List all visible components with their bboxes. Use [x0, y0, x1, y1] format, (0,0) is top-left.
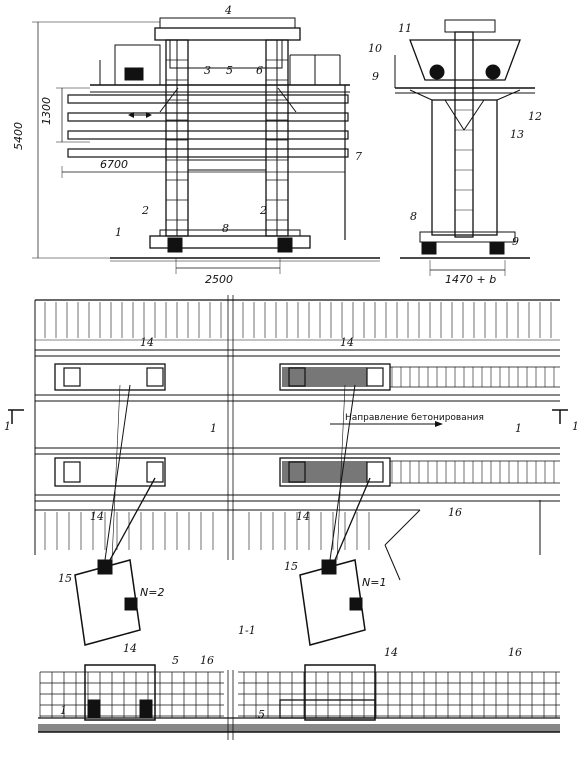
dim-1300: 1300 — [40, 97, 53, 125]
direction-text: Направление бетонирования — [345, 413, 484, 423]
machine-2-label: N=2 — [140, 586, 164, 599]
section-left-1: 1 — [4, 420, 11, 433]
wheel-left — [167, 237, 183, 253]
label-5-sec-b: 5 — [258, 708, 265, 721]
label-16-plan: 16 — [448, 506, 462, 519]
label-6: 6 — [256, 64, 263, 77]
section-1-1 — [38, 664, 560, 740]
dim-5400: 5400 — [12, 122, 25, 150]
label-1: 1 — [115, 226, 122, 239]
label-14-c: 14 — [90, 510, 104, 523]
label-2-right: 2 — [259, 204, 267, 217]
concreted-band — [390, 366, 560, 484]
label-14-d: 14 — [296, 510, 310, 523]
crane-2 — [74, 384, 156, 646]
crane-1 — [299, 384, 371, 646]
label-5-sec-a: 5 — [172, 654, 179, 667]
top-wall-hatching — [44, 302, 552, 338]
label-15-b: 15 — [284, 560, 298, 573]
dim-2500: 2500 — [205, 273, 233, 286]
label-8: 8 — [222, 222, 229, 235]
label-9-bottom: 9 — [512, 235, 519, 248]
label-10: 10 — [368, 42, 382, 55]
label-4: 4 — [224, 4, 232, 17]
dim-1470b: 1470 + b — [445, 273, 496, 286]
label-5: 5 — [226, 64, 233, 77]
label-2-left: 2 — [141, 204, 149, 217]
side-elevation — [394, 19, 535, 276]
label-1-plan-right: 1 — [515, 422, 522, 435]
label-16-sec-b: 16 — [508, 646, 522, 659]
machine-1-label: N=1 — [362, 576, 386, 589]
label-3: 3 — [204, 64, 211, 77]
label-1-plan-left: 1 — [210, 422, 217, 435]
label-14-a: 14 — [140, 336, 154, 349]
label-16-sec-a: 16 — [200, 654, 214, 667]
label-12: 12 — [528, 110, 542, 123]
label-9-top: 9 — [372, 70, 379, 83]
section-mark-1-1: 1-1 — [238, 624, 256, 637]
label-13: 13 — [510, 128, 524, 141]
label-14-sec-b: 14 — [384, 646, 398, 659]
wheel-right — [277, 237, 293, 253]
dim-6700: 6700 — [100, 158, 128, 171]
label-8-side: 8 — [410, 210, 417, 223]
label-14-sec-a: 14 — [123, 642, 137, 655]
label-1-sec: 1 — [60, 704, 67, 717]
label-14-b: 14 — [340, 336, 354, 349]
section-right-1: 1 — [572, 420, 579, 433]
plan-view — [8, 295, 568, 646]
label-15-a: 15 — [58, 572, 72, 585]
front-elevation — [32, 17, 380, 274]
label-7: 7 — [355, 150, 362, 163]
label-11: 11 — [398, 22, 412, 35]
